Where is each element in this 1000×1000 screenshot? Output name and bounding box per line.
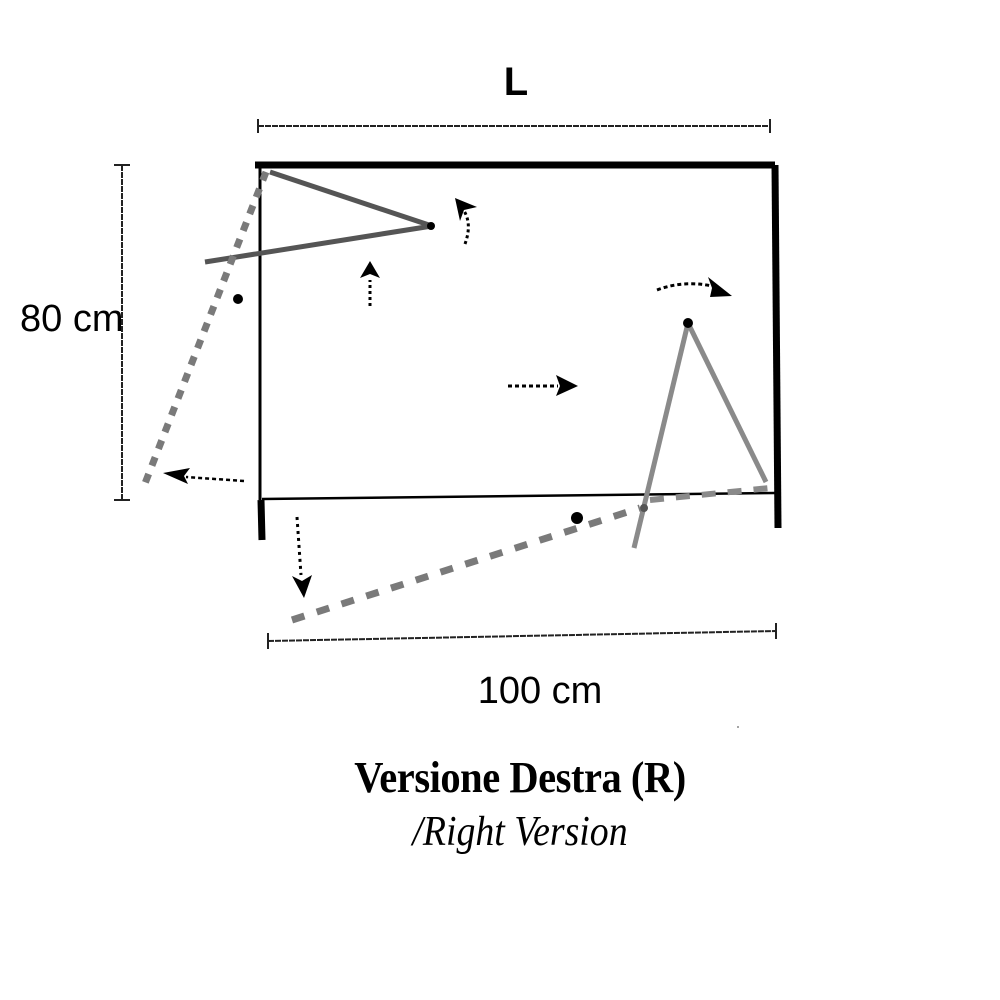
right-folding-door — [631, 318, 771, 549]
top-left-door-open-inside — [204, 169, 435, 265]
bottom-dimension-line — [267, 623, 777, 649]
depth-label: 80 cm — [20, 298, 124, 340]
right-arrow-icon — [508, 375, 578, 396]
bottom-door-swung-out — [290, 504, 642, 624]
curved-right-arrow-icon — [656, 277, 732, 297]
down-arrow-icon — [292, 516, 312, 598]
width-label-bottom: 100 cm — [477, 670, 603, 712]
width-label-top: L — [503, 60, 529, 104]
left-arrow-icon — [163, 468, 245, 484]
curved-up-arrow-icon — [455, 198, 477, 245]
speck — [737, 726, 739, 728]
top-dimension-line — [257, 119, 771, 133]
diagram-subtitle: /Right Version — [412, 809, 628, 855]
enclosure-frame — [255, 161, 782, 541]
left-dimension-line — [114, 164, 130, 501]
left-door-swung-outward — [140, 170, 270, 488]
up-arrow-icon — [360, 261, 380, 306]
diagram-title: Versione Destra (R) — [354, 753, 686, 802]
